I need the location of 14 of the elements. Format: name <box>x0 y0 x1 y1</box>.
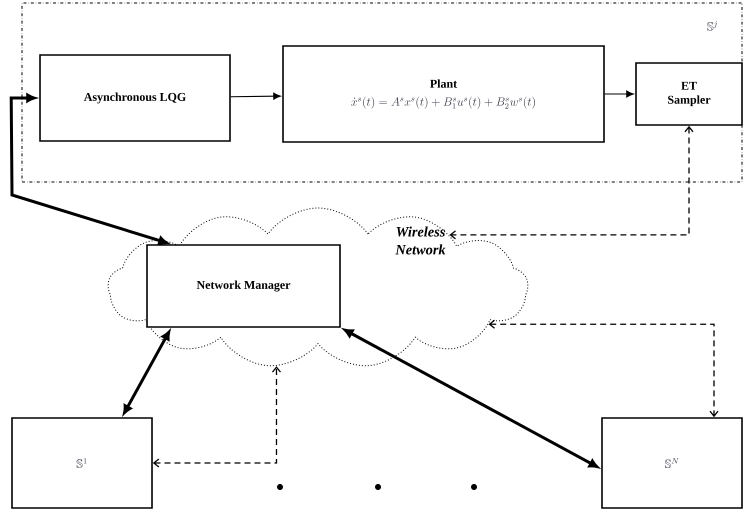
arrow <box>604 90 634 98</box>
arrow <box>230 92 281 100</box>
process-box: Network Manager <box>146 244 341 328</box>
arrow <box>488 320 718 418</box>
arrow <box>344 328 598 468</box>
subsystem-box: $\mathbb{S}^N$ <box>601 417 743 509</box>
subsystem-box: $\mathbb{S}^1$ <box>11 417 153 509</box>
arrow <box>123 330 170 414</box>
process-box: Plant $\dot{x}^s(t)=A^s x^s(t)+B_1^s u^s(t)+B_2^s w^s(t)$ <box>282 45 605 143</box>
arrow <box>10 94 168 245</box>
arrow <box>449 126 694 240</box>
process-box: Asynchronous LQG <box>39 54 231 142</box>
process-box: ET Sampler <box>635 62 743 126</box>
arrow <box>152 366 281 468</box>
